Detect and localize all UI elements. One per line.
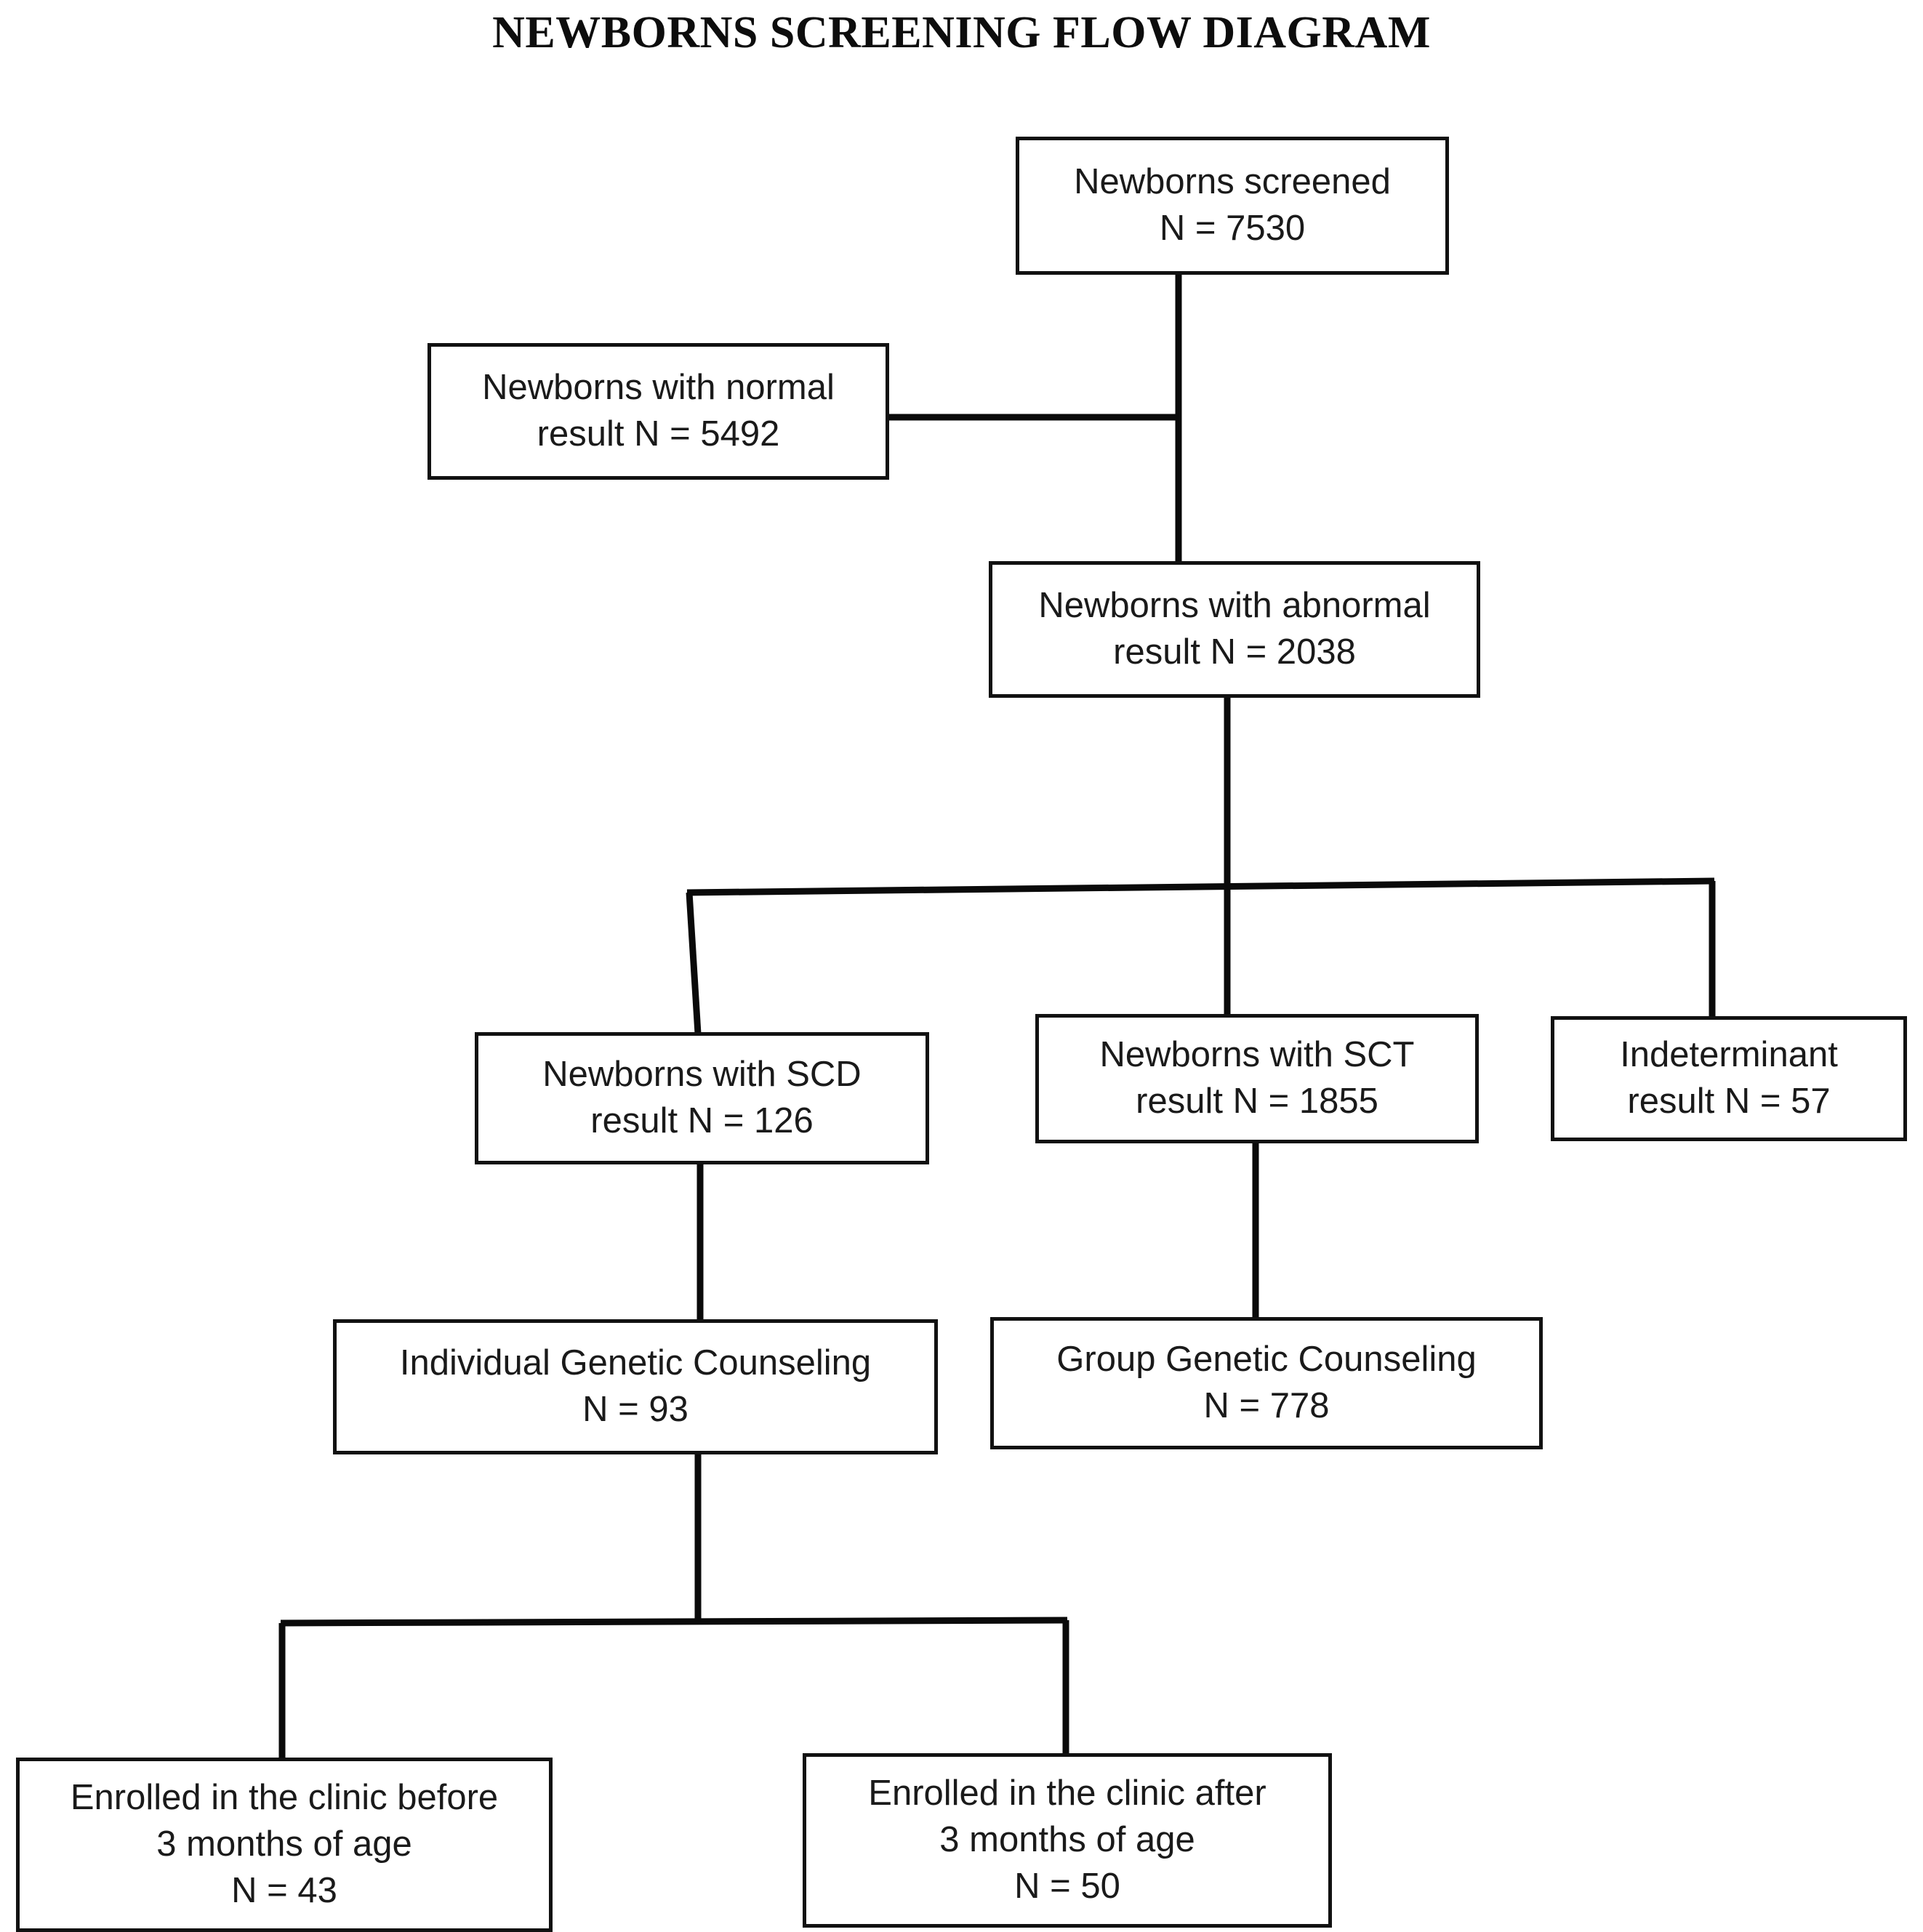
node-newborns-abnormal[interactable]: Newborns with abnormal result N = 2038 [989, 561, 1480, 698]
node-line-2: result N = 1855 [1136, 1082, 1378, 1121]
fan-bar-bottom [280, 1617, 1068, 1627]
node-enrolled-after-3-months[interactable]: Enrolled in the clinic after 3 months of… [803, 1753, 1332, 1928]
node-indeterminant[interactable]: Indeterminant result N = 57 [1551, 1016, 1907, 1141]
node-line-1: Group Genetic Counseling [1056, 1340, 1477, 1380]
node-line-1: Newborns screened [1074, 162, 1391, 202]
node-line-2: result N = 126 [590, 1101, 814, 1140]
node-newborns-scd[interactable]: Newborns with SCD result N = 126 [475, 1032, 929, 1164]
node-line-3: N = 50 [1014, 1866, 1120, 1906]
node-newborns-sct[interactable]: Newborns with SCT result N = 1855 [1035, 1014, 1479, 1143]
node-line-2: result N = 57 [1627, 1082, 1831, 1121]
node-line-1: Newborns with SCD [542, 1055, 862, 1095]
node-line-1: Individual Genetic Counseling [399, 1343, 872, 1383]
node-individual-genetic-counseling[interactable]: Individual Genetic Counseling N = 93 [333, 1319, 938, 1454]
node-line-1: Newborns with SCT [1099, 1035, 1415, 1075]
node-line-2: 3 months of age [156, 1824, 412, 1864]
node-line-1: Newborns with normal [482, 368, 835, 408]
node-line-1: Newborns with abnormal [1038, 586, 1431, 626]
edge-abnormal-to-scd [686, 892, 702, 1034]
node-line-1: Indeterminant [1620, 1035, 1838, 1075]
fan-bar-abnormal [686, 877, 1715, 896]
node-line-2: result N = 2038 [1113, 632, 1356, 672]
node-line-2: N = 93 [582, 1390, 688, 1429]
node-line-2: N = 778 [1203, 1386, 1330, 1425]
page-title: NEWBORNS SCREENING FLOW DIAGRAM [492, 8, 1431, 57]
node-group-genetic-counseling[interactable]: Group Genetic Counseling N = 778 [990, 1317, 1543, 1449]
node-enrolled-before-3-months[interactable]: Enrolled in the clinic before 3 months o… [16, 1758, 553, 1932]
node-line-2: 3 months of age [939, 1820, 1195, 1860]
node-line-2: result N = 5492 [537, 414, 780, 454]
node-line-1: Enrolled in the clinic before [70, 1778, 499, 1818]
node-newborns-normal[interactable]: Newborns with normal result N = 5492 [427, 343, 889, 480]
node-line-3: N = 43 [231, 1870, 337, 1910]
node-newborns-screened[interactable]: Newborns screened N = 7530 [1016, 137, 1449, 275]
node-line-2: N = 7530 [1159, 209, 1306, 248]
node-line-1: Enrolled in the clinic after [868, 1774, 1266, 1814]
